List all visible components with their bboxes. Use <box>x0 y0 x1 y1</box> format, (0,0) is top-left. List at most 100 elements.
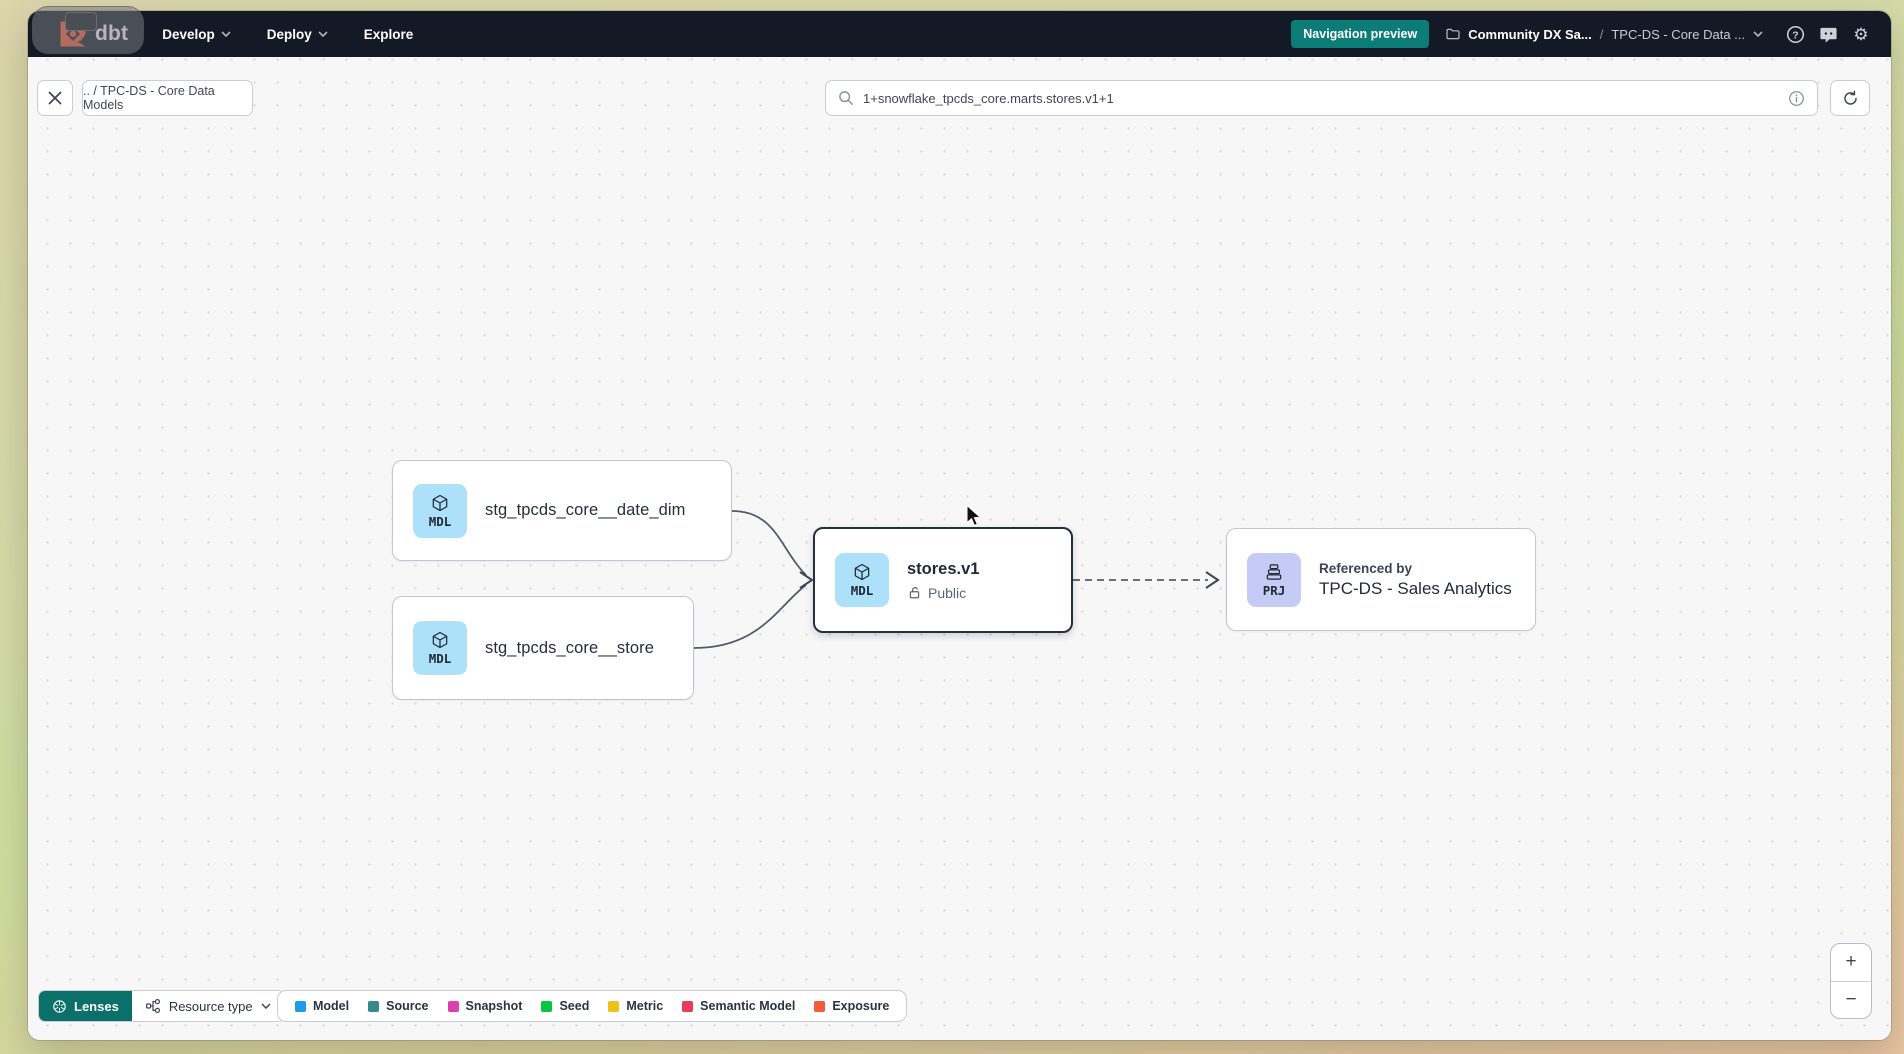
navigation-preview-badge[interactable]: Navigation preview <box>1291 20 1430 48</box>
menu-develop[interactable]: Develop <box>162 27 231 42</box>
close-lineage-button[interactable] <box>37 80 73 116</box>
lens-aperture-icon <box>53 999 66 1013</box>
legend-item-semantic-model: Semantic Model <box>682 999 795 1013</box>
legend-item-seed: Seed <box>541 999 589 1013</box>
project-badge: PRJ <box>1247 552 1301 607</box>
legend-item-source: Source <box>368 999 429 1013</box>
legend-label: Snapshot <box>465 999 523 1013</box>
chevron-down-icon <box>318 31 328 37</box>
lenses-button[interactable]: Lenses <box>39 991 132 1021</box>
menu-explore-label: Explore <box>363 26 414 42</box>
zoom-in-button[interactable]: + <box>1831 944 1871 982</box>
legend-swatch <box>295 1000 306 1012</box>
access-label: Public <box>928 584 967 601</box>
lineage-canvas[interactable]: .. / TPC-DS - Core Data Models <box>28 57 1891 1040</box>
breadcrumb: Community DX Sa... / TPC-DS - Core Data … <box>1445 26 1763 42</box>
node-label: stores.v1 <box>907 559 980 578</box>
cube-model-icon <box>854 563 870 581</box>
legend-swatch <box>447 1000 459 1012</box>
zoom-out-button[interactable]: − <box>1845 988 1857 1010</box>
folder-icon <box>1446 28 1460 40</box>
archive-project-icon <box>1266 563 1282 580</box>
legend-item-metric: Metric <box>608 999 663 1013</box>
node-tpcds-sales-analytics[interactable]: PRJ Referenced by TPC-DS - Sales Analyti… <box>1226 528 1536 631</box>
legend-label: Seed <box>559 999 590 1013</box>
breadcrumb-project[interactable]: Community DX Sa... <box>1445 26 1592 42</box>
legend-label: Semantic Model <box>700 999 796 1013</box>
top-navbar: dbt Develop Deploy Explore Navigation pr… <box>28 11 1891 57</box>
resource-type-legend: Model Source Snapshot Seed Metric Semant… <box>277 990 908 1022</box>
canvas-zoom-controls: + − <box>1830 943 1872 1019</box>
menu-deploy[interactable]: Deploy <box>267 27 328 42</box>
node-access-row: Public <box>907 585 979 601</box>
legend-item-exposure: Exposure <box>814 999 889 1013</box>
legend-swatch <box>608 1000 620 1012</box>
cube-model-icon <box>432 631 448 649</box>
legend-item-snapshot: Snapshot <box>447 999 523 1013</box>
breadcrumb-separator: / <box>1599 26 1604 42</box>
main-menu: Develop Deploy Explore <box>162 27 413 42</box>
menu-explore[interactable]: Explore <box>364 27 414 42</box>
legend-swatch <box>814 1000 826 1012</box>
refresh-lineage-button[interactable] <box>1830 80 1870 116</box>
app-window: dbt Develop Deploy Explore Navigation pr… <box>28 11 1891 1040</box>
resource-type-icon <box>145 999 160 1013</box>
legend-label: Source <box>386 999 429 1013</box>
feedback-chat-icon[interactable] <box>1818 24 1838 44</box>
model-badge: MDL <box>413 621 467 675</box>
chevron-down-icon[interactable] <box>1753 31 1763 37</box>
settings-gear-icon[interactable]: ⚙ <box>1853 24 1869 44</box>
cube-model-icon <box>432 494 448 511</box>
breadcrumb-environment[interactable]: TPC-DS - Core Data ... <box>1611 26 1745 42</box>
edge-arrowhead-left <box>799 571 814 589</box>
legend-label: Metric <box>626 999 664 1013</box>
edge-arrowhead-right <box>1205 571 1220 589</box>
node-stg-tpcds-core-date-dim[interactable]: MDL stg_tpcds_core__date_dim <box>392 460 732 561</box>
menu-deploy-label: Deploy <box>266 26 312 42</box>
navbar-icon-cluster: ? ⚙ <box>1785 24 1871 44</box>
legend-label: Model <box>313 999 350 1013</box>
info-icon[interactable] <box>1788 90 1805 107</box>
refresh-icon <box>1843 90 1857 105</box>
lineage-path-chip[interactable]: .. / TPC-DS - Core Data Models <box>82 80 253 116</box>
capture-window-icon <box>65 12 97 31</box>
chevron-down-icon <box>261 1003 271 1009</box>
menu-develop-label: Develop <box>162 26 215 42</box>
legend-label: Exposure <box>832 999 890 1013</box>
help-icon[interactable]: ? <box>1785 24 1805 44</box>
lineage-selector-input[interactable] <box>863 90 1779 106</box>
breadcrumb-project-label: Community DX Sa... <box>1468 26 1592 42</box>
resource-type-label: Resource type <box>168 998 253 1014</box>
mouse-cursor <box>966 505 982 526</box>
unlocked-padlock-icon <box>909 587 920 599</box>
floating-capture-artifact <box>32 6 144 54</box>
svg-text:?: ? <box>1792 30 1798 41</box>
model-badge: MDL <box>413 483 467 538</box>
badge-label: MDL <box>428 513 452 529</box>
node-text-block: stores.v1 Public <box>907 560 979 601</box>
edge-date-dim-to-stores <box>731 510 807 576</box>
node-label: stg_tpcds_core__store <box>485 638 655 657</box>
model-badge: MDL <box>835 553 889 607</box>
badge-label: MDL <box>850 583 874 598</box>
node-stores-v1[interactable]: MDL stores.v1 Public <box>813 527 1073 633</box>
navbar-right: Navigation preview Community DX Sa... / … <box>1291 20 1871 48</box>
badge-label: MDL <box>428 651 452 666</box>
search-icon <box>839 91 853 105</box>
legend-swatch <box>368 1000 380 1012</box>
node-kicker: Referenced by <box>1319 560 1413 576</box>
lenses-label: Lenses <box>74 998 119 1014</box>
node-stg-tpcds-core-store[interactable]: MDL stg_tpcds_core__store <box>392 596 694 700</box>
close-icon <box>48 91 62 105</box>
lineage-search-bar <box>825 80 1818 116</box>
resource-type-button[interactable]: Resource type <box>131 991 284 1021</box>
legend-item-model: Model <box>295 999 349 1013</box>
edge-store-to-stores <box>693 584 807 649</box>
badge-label: PRJ <box>1262 582 1286 598</box>
node-label: stg_tpcds_core__date_dim <box>485 501 686 519</box>
node-label: TPC-DS - Sales Analytics <box>1319 578 1512 598</box>
legend-swatch <box>682 1000 694 1012</box>
lens-controls: Lenses Resource type <box>38 990 285 1022</box>
chevron-down-icon <box>221 31 231 37</box>
legend-swatch <box>541 1000 553 1012</box>
